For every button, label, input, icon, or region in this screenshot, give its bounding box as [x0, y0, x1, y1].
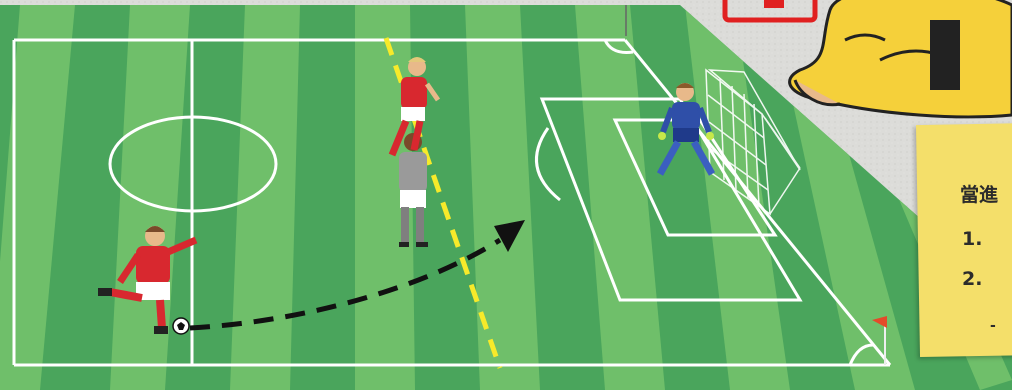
soccer-ball-icon: [173, 318, 189, 334]
note-item-2: 2.: [962, 268, 1012, 290]
note-item-1: 1.: [962, 228, 1012, 250]
note-subitem: -: [990, 318, 1012, 334]
note-title: 當進: [960, 180, 1012, 207]
